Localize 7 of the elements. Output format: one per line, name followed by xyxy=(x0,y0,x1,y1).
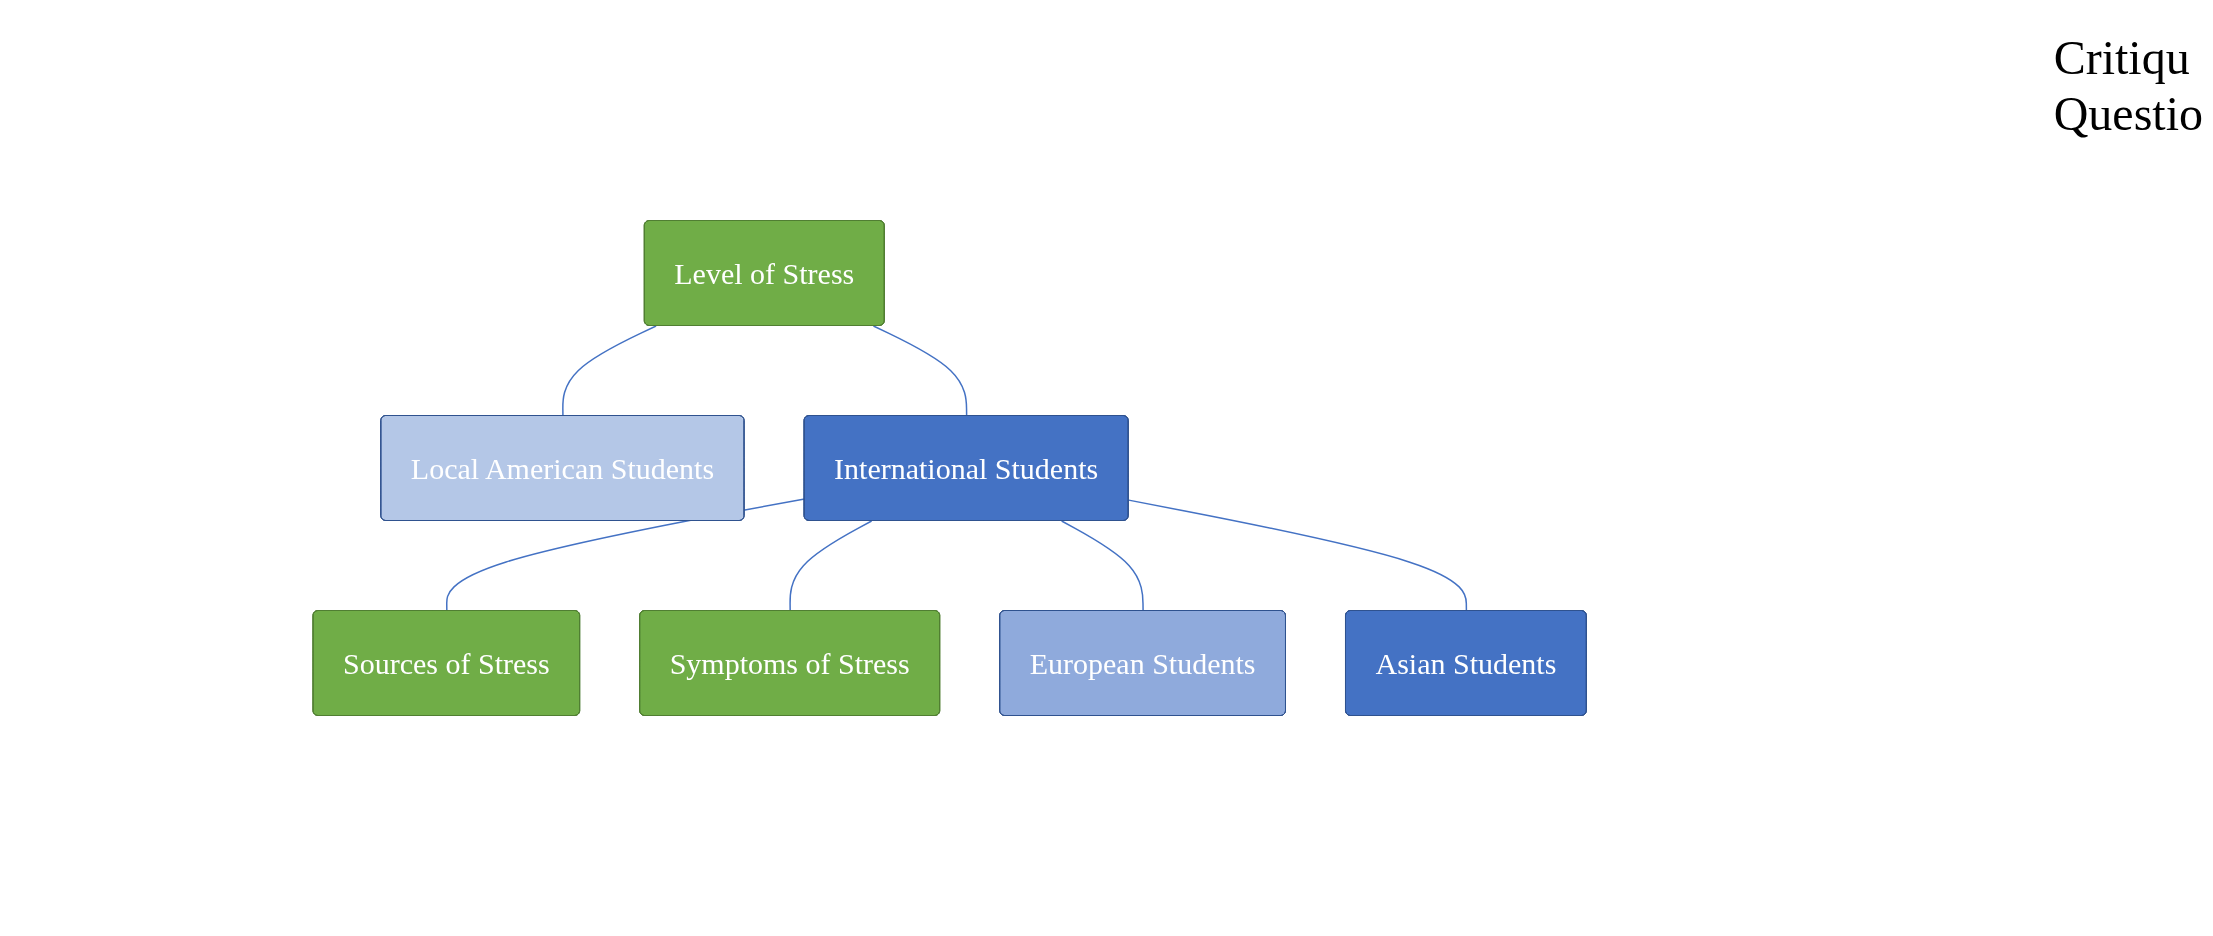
note-text: Questio xyxy=(2053,86,2203,142)
connector xyxy=(873,325,968,417)
connector xyxy=(562,325,658,417)
connector xyxy=(1128,499,1468,612)
note-text: Critiqu xyxy=(2053,30,2191,86)
connector xyxy=(1061,520,1145,612)
connector xyxy=(789,520,873,612)
